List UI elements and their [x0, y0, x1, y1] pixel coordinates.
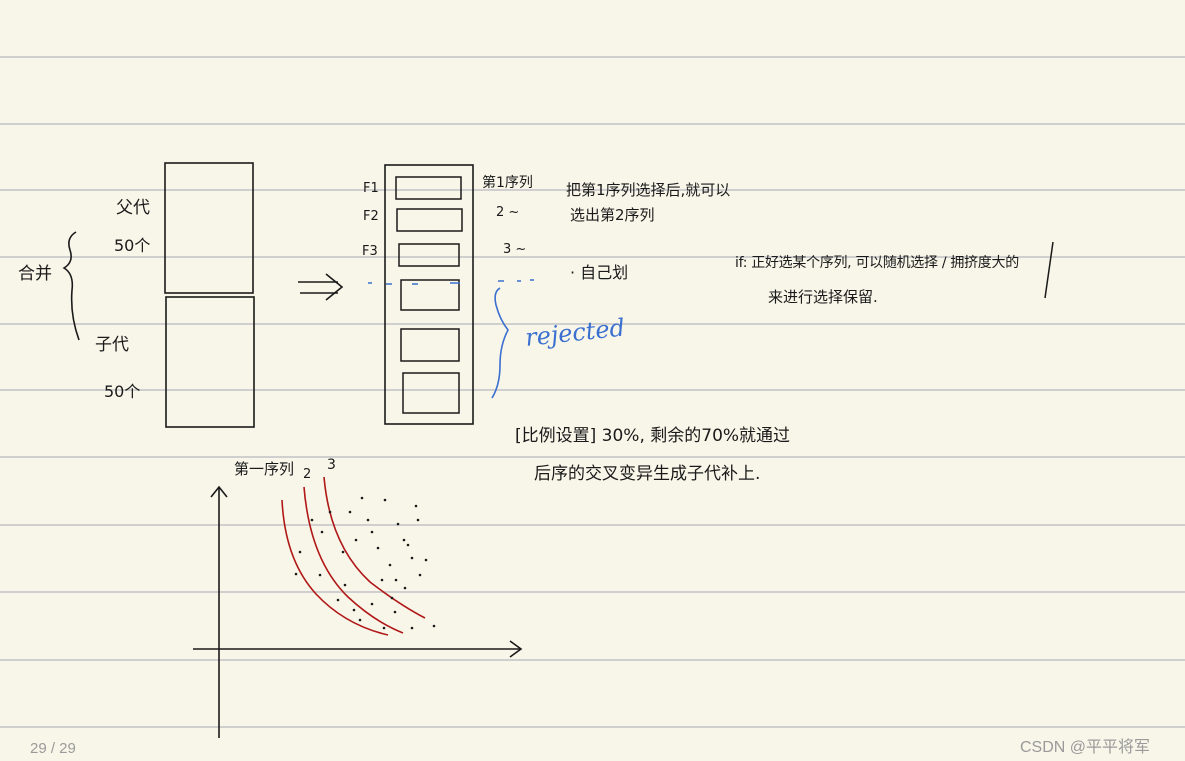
rejected-box-3: [402, 372, 460, 414]
child-count-label: 50个: [104, 382, 141, 401]
implies-arrow: [298, 273, 344, 301]
rank-note-line1: 把第1序列选择后,就可以: [566, 181, 731, 199]
front-curve-2: [303, 486, 404, 634]
page-counter: 29 / 29: [30, 740, 76, 757]
rank3-label: 3 ~: [503, 242, 527, 257]
parent-count-label: 50个: [114, 236, 151, 255]
rejected-box-1: [400, 279, 460, 311]
front-first-label: 第一序列: [234, 460, 295, 478]
parent-gen-label: 父代: [116, 198, 150, 218]
solution-points: [294, 496, 436, 630]
front-f3-box: [398, 243, 460, 267]
note-separator: [1044, 241, 1054, 299]
rejected-box-2: [400, 328, 460, 362]
ratio-note-line1: [比例设置] 30%, 剩余的70%就通过: [515, 426, 791, 446]
f3-label: F3: [362, 244, 378, 259]
front-curve-3: [323, 476, 426, 619]
front-3-label: 3: [327, 457, 336, 473]
rank-note-line2: 选出第2序列: [570, 206, 655, 224]
merge-label: 合并: [18, 264, 52, 284]
rank1-label: 第1序列: [482, 175, 533, 191]
rejected-brace: [491, 287, 509, 399]
f2-label: F2: [363, 209, 379, 224]
merge-brace: [62, 231, 80, 341]
ratio-note-line2: 后序的交叉变异生成子代补上.: [534, 464, 761, 484]
parent-population-box: [164, 162, 254, 294]
front-f1-box: [395, 176, 462, 200]
sorted-population-box: [384, 164, 474, 425]
watermark: CSDN @平平将军: [1020, 739, 1151, 756]
front-2-label: 2: [303, 467, 312, 482]
child-gen-label: 子代: [95, 335, 129, 355]
crowding-label: · 自己划: [570, 263, 629, 282]
cut-line: [368, 279, 534, 285]
pareto-axes: [193, 485, 523, 738]
side-note-line2: 来进行选择保留.: [768, 288, 878, 306]
rank2-label: 2 ~: [496, 205, 520, 220]
front-f2-box: [396, 208, 463, 232]
side-note-line1: if: 正好选某个序列, 可以随机选择 / 拥挤度大的: [735, 255, 1019, 271]
ruled-lines: [0, 56, 1185, 728]
f1-label: F1: [363, 181, 379, 196]
child-population-box: [165, 296, 255, 428]
front-curve-1: [281, 499, 389, 636]
